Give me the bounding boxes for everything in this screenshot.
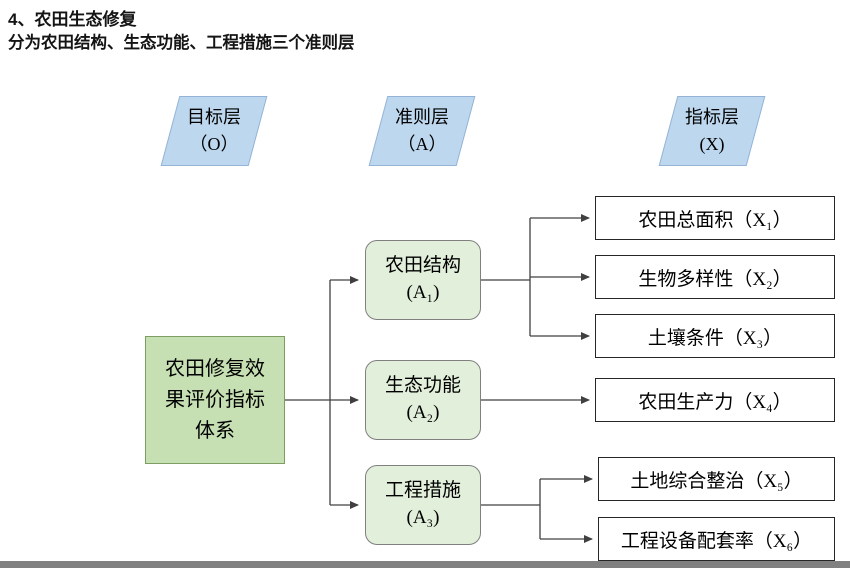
indicator-x3-label: 土壤条件（X₃） xyxy=(647,327,783,349)
bottom-divider-bar xyxy=(0,561,850,568)
criteria-a3-code: (A₃) xyxy=(406,507,440,528)
indicator-node-x5: 土地综合整治（X₅） xyxy=(598,457,835,501)
indicator-node-x2: 生物多样性（X₂） xyxy=(595,255,835,299)
criteria-a1-code: (A₁) xyxy=(406,282,440,303)
criteria-node-a3: 工程措施 (A₃) xyxy=(365,465,481,545)
page-subtitle: 分为农田结构、生态功能、工程措施三个准则层 xyxy=(8,34,355,52)
header-criteria-layer-line1: 准则层 xyxy=(395,107,449,127)
header-criteria-layer-text: 准则层 （A） xyxy=(378,96,466,166)
connectors-group xyxy=(285,214,593,543)
header-indicator-layer-line1: 指标层 xyxy=(685,107,739,127)
goal-node-label: 农田修复效果评价指标体系 xyxy=(165,357,265,442)
indicator-x6-label: 工程设备配套率（X₆） xyxy=(620,530,813,552)
goal-node: 农田修复效果评价指标体系 xyxy=(145,336,285,464)
indicator-x2-label: 生物多样性（X₂） xyxy=(638,268,792,290)
criteria-a1-label: 农田结构 xyxy=(384,255,461,277)
criteria-a3-label: 工程措施 xyxy=(384,480,461,502)
indicator-x1-label: 农田总面积（X₁） xyxy=(638,209,792,231)
header-indicator-layer: 指标层 (X) xyxy=(658,96,766,166)
indicator-node-x1: 农田总面积（X₁） xyxy=(595,196,835,240)
indicator-x4-label: 农田生产力（X₄） xyxy=(638,391,792,413)
indicator-node-x6: 工程设备配套率（X₆） xyxy=(598,517,835,561)
header-goal-layer-line1: 目标层 xyxy=(187,107,241,127)
header-indicator-layer-text: 指标层 (X) xyxy=(668,96,756,166)
indicator-node-x4: 农田生产力（X₄） xyxy=(595,378,835,422)
header-criteria-layer: 准则层 （A） xyxy=(368,96,476,166)
criteria-a2-label: 生态功能 xyxy=(384,375,461,397)
header-indicator-layer-line2: (X) xyxy=(699,134,725,154)
indicator-x5-label: 土地综合整治（X₅） xyxy=(630,470,803,492)
criteria-node-a1: 农田结构 (A₁) xyxy=(365,240,481,320)
criteria-a2-code: (A₂) xyxy=(406,402,440,423)
header-goal-layer-line2: （O） xyxy=(189,134,239,154)
page-title: 4、农田生态修复 xyxy=(8,10,137,29)
indicator-node-x3: 土壤条件（X₃） xyxy=(595,314,835,358)
header-goal-layer: 目标层 （O） xyxy=(160,96,268,166)
criteria-node-a2: 生态功能 (A₂) xyxy=(365,360,481,440)
header-goal-layer-text: 目标层 （O） xyxy=(170,96,258,166)
header-criteria-layer-line2: （A） xyxy=(397,134,447,154)
